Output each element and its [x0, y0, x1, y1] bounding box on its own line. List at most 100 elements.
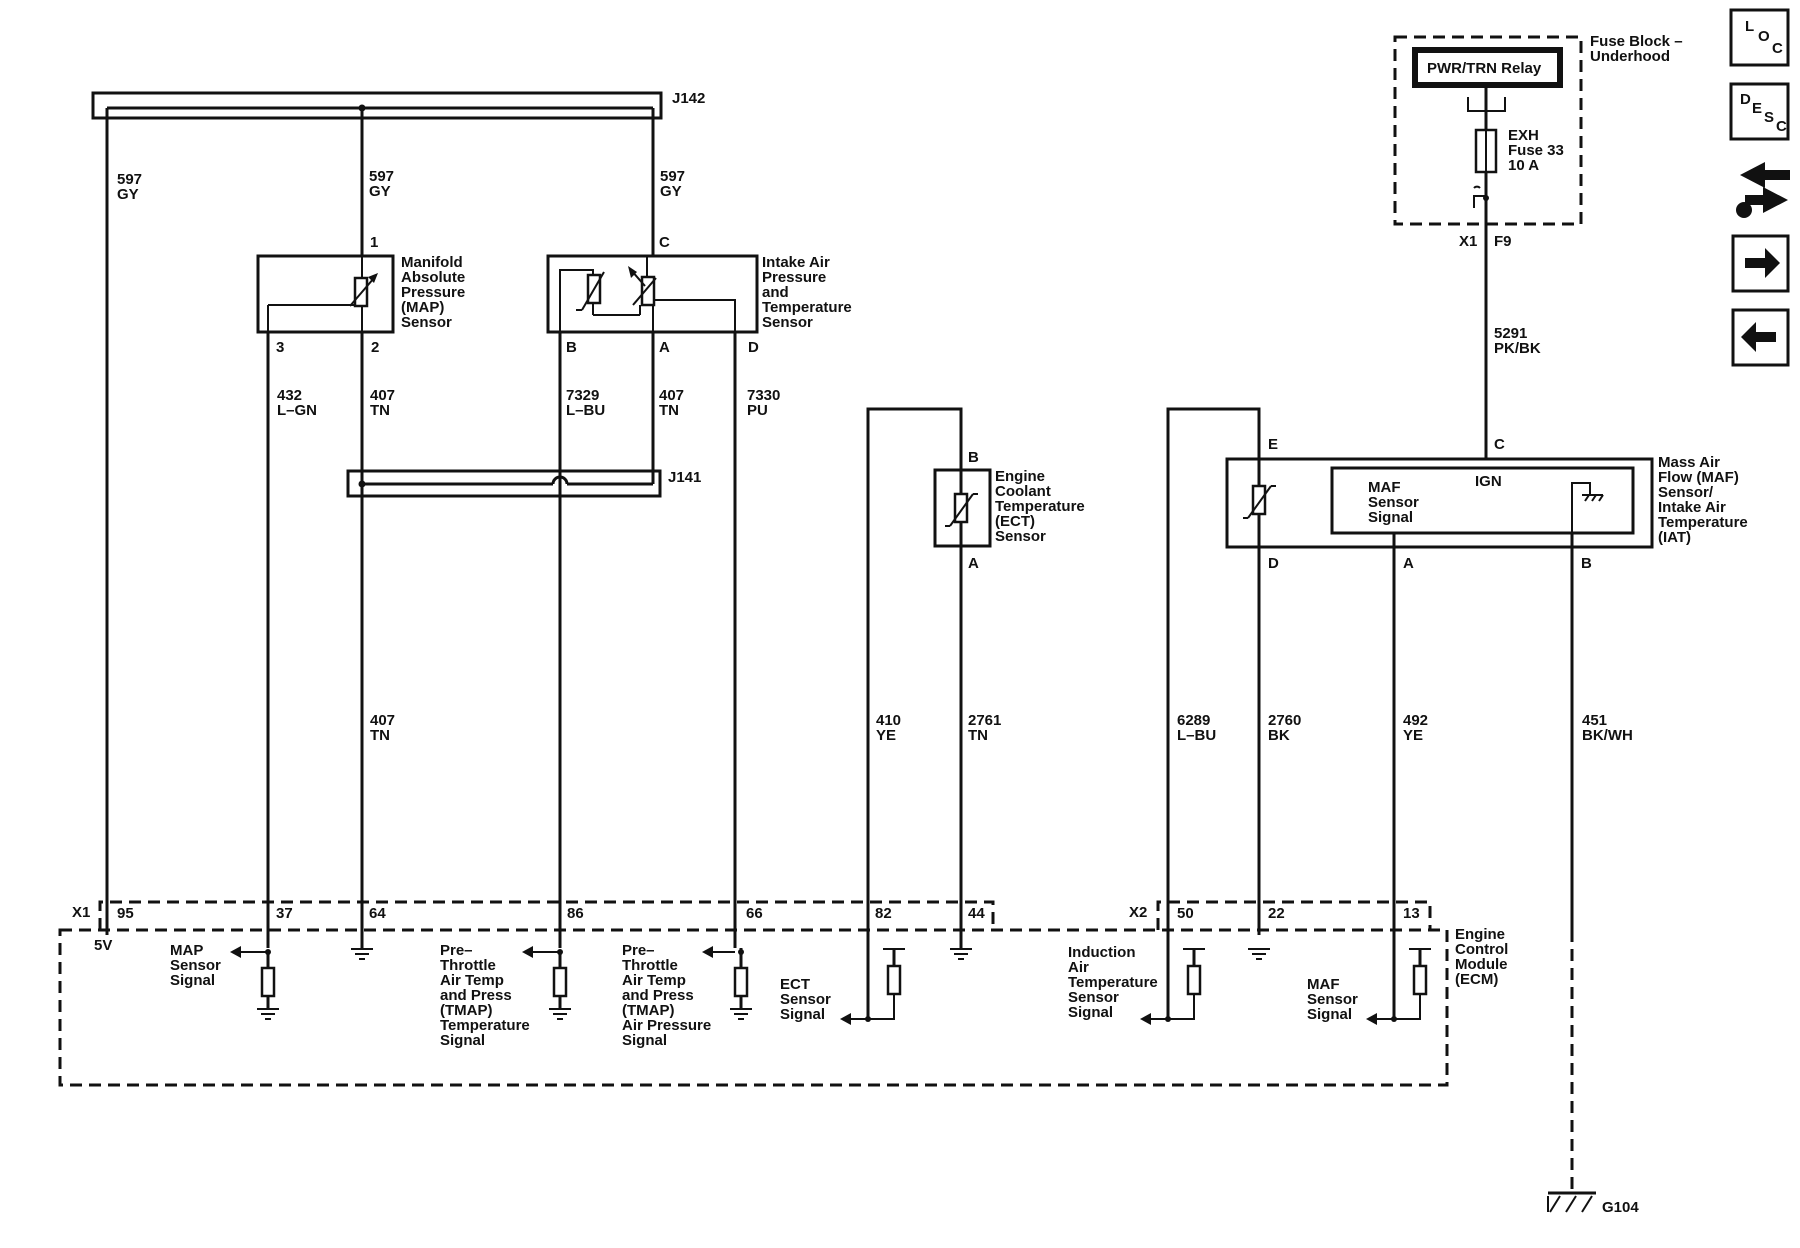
svg-text:and Press: and Press [440, 987, 512, 1004]
svg-text:D: D [1268, 555, 1279, 572]
svg-text:Induction: Induction [1068, 944, 1136, 961]
svg-text:S: S [1764, 109, 1774, 126]
svg-text:L: L [1745, 18, 1754, 35]
map-sensor: 1 3 2 Manifold Absolute Pressure (MAP) S… [256, 234, 465, 356]
svg-text:Sensor: Sensor [762, 314, 813, 331]
ecm-circuit-tmap-press [702, 946, 752, 1020]
svg-text:Air Temp: Air Temp [440, 972, 504, 989]
svg-text:Sensor: Sensor [780, 991, 831, 1008]
svg-text:Throttle: Throttle [622, 957, 678, 974]
svg-text:X2: X2 [1129, 904, 1147, 921]
svg-text:YE: YE [1403, 727, 1423, 744]
signal-label-maf: MAF Sensor Signal [1307, 976, 1358, 1023]
svg-text:Underhood: Underhood [1590, 48, 1670, 65]
svg-text:TN: TN [659, 402, 679, 419]
svg-text:Air: Air [1068, 959, 1089, 976]
ecm-connector-x2: X2 [1129, 900, 1432, 930]
ecm-circuit-ect [840, 935, 905, 1025]
svg-text:597: 597 [369, 168, 394, 185]
svg-text:Pre–: Pre– [622, 942, 655, 959]
maf-iat-sensor: E C D A B IGN MAF Sensor Signal Mass Air… [1166, 407, 1748, 935]
svg-text:MAP: MAP [170, 942, 203, 959]
svg-text:2760: 2760 [1268, 712, 1301, 729]
svg-text:L–BU: L–BU [1177, 727, 1216, 744]
svg-text:Signal: Signal [1368, 509, 1413, 526]
svg-text:Sensor: Sensor [401, 314, 452, 331]
svg-text:C: C [659, 234, 670, 251]
svg-text:86: 86 [567, 905, 584, 922]
svg-text:O: O [1758, 28, 1770, 45]
svg-text:50: 50 [1177, 905, 1194, 922]
svg-text:Sensor: Sensor [1368, 494, 1419, 511]
signal-label-tmap-press: Pre– Throttle Air Temp and Press (TMAP) … [622, 942, 711, 1049]
ecm-ground-44 [950, 948, 972, 960]
fuse-block-underhood: PWR/TRN Relay EXH Fuse 33 10 A Fuse Bloc… [1393, 33, 1683, 226]
svg-text:Control: Control [1455, 941, 1508, 958]
svg-text:Temperature: Temperature [995, 498, 1085, 515]
svg-text:GY: GY [117, 186, 139, 203]
svg-text:TN: TN [370, 402, 390, 419]
svg-text:66: 66 [746, 905, 763, 922]
prev-page-button[interactable] [1731, 308, 1790, 367]
svg-text:Sensor: Sensor [1068, 989, 1119, 1006]
svg-text:597: 597 [660, 168, 685, 185]
wire-label-597-b: 597 GY [369, 168, 394, 200]
ecm-circuit-maf [1366, 948, 1431, 1025]
svg-text:J141: J141 [668, 469, 701, 486]
next-page-button[interactable] [1731, 234, 1790, 293]
svg-text:D: D [1740, 91, 1751, 108]
svg-text:(ECT): (ECT) [995, 513, 1035, 530]
svg-text:Temperature: Temperature [1068, 974, 1158, 991]
svg-text:B: B [1581, 555, 1592, 572]
svg-text:A: A [1403, 555, 1414, 572]
svg-text:G104: G104 [1602, 1199, 1639, 1216]
svg-text:D: D [748, 339, 759, 356]
svg-text:(TMAP): (TMAP) [622, 1002, 675, 1019]
svg-text:Absolute: Absolute [401, 269, 465, 286]
svg-text:L–BU: L–BU [566, 402, 605, 419]
svg-text:22: 22 [1268, 905, 1285, 922]
ecm-module: Engine Control Module (ECM) [58, 926, 1508, 1087]
ecm-circuit-tmap-temp [522, 946, 571, 1020]
svg-text:597: 597 [117, 171, 142, 188]
svg-text:Pressure: Pressure [762, 269, 826, 286]
signal-label-iat: Induction Air Temperature Sensor Signal [1068, 944, 1158, 1021]
signal-label-ect: ECT Sensor Signal [780, 976, 831, 1023]
loc-button[interactable]: L O C [1729, 8, 1790, 67]
svg-text:Air Temp: Air Temp [622, 972, 686, 989]
svg-text:C: C [1776, 118, 1787, 135]
arrow-left-icon [1741, 322, 1776, 352]
svg-text:Signal: Signal [440, 1032, 485, 1049]
svg-text:Sensor: Sensor [1307, 991, 1358, 1008]
svg-text:TN: TN [370, 727, 390, 744]
svg-text:A: A [968, 555, 979, 572]
svg-text:PU: PU [747, 402, 768, 419]
svg-text:Intake Air: Intake Air [762, 254, 830, 271]
svg-text:3: 3 [276, 339, 284, 356]
desc-button[interactable]: D E S C [1729, 82, 1790, 141]
ecm-circuit-iat [1140, 935, 1205, 1025]
svg-text:451: 451 [1582, 712, 1607, 729]
svg-text:IGN: IGN [1475, 473, 1502, 490]
svg-text:Signal: Signal [1307, 1006, 1352, 1023]
svg-text:410: 410 [876, 712, 901, 729]
svg-text:A: A [659, 339, 670, 356]
wrench-arrows-icon[interactable] [1736, 162, 1790, 218]
pwr-trn-relay-label: PWR/TRN Relay [1427, 60, 1542, 77]
svg-text:Engine: Engine [995, 468, 1045, 485]
svg-text:Signal: Signal [622, 1032, 667, 1049]
svg-text:and: and [762, 284, 789, 301]
svg-text:Fuse 33: Fuse 33 [1508, 142, 1564, 159]
svg-text:2761: 2761 [968, 712, 1001, 729]
svg-text:Throttle: Throttle [440, 957, 496, 974]
svg-text:YE: YE [876, 727, 896, 744]
